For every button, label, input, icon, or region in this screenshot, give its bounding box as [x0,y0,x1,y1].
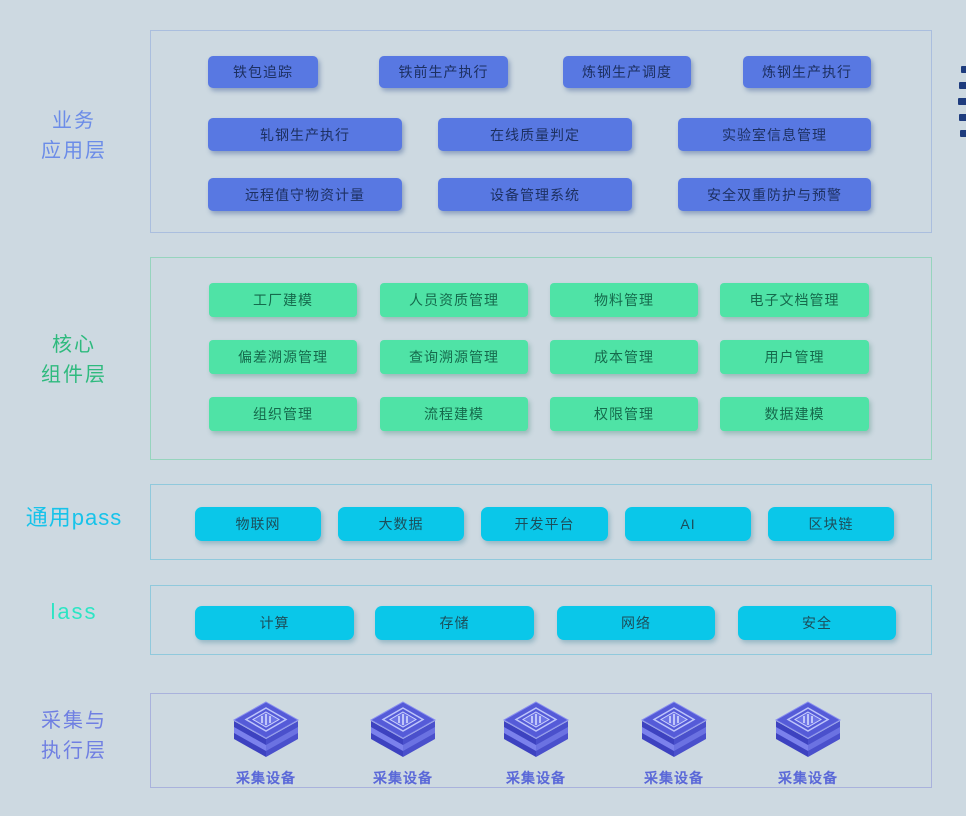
business-application-panel: 铁包追踪 铁前生产执行 炼钢生产调度 炼钢生产执行 轧钢生产执行 在线质量判定 … [150,30,932,233]
device-label: 采集设备 [778,770,838,786]
layer-label-line: 采集与 [41,710,107,732]
module-chip-ai: AI [625,507,751,541]
module-chip-edoc-mgmt: 电子文档管理 [720,283,869,317]
module-chip-storage: 存储 [375,606,534,640]
layer-label-line: 业务 [52,110,96,132]
module-chip-blockchain: 区块链 [768,507,894,541]
layer-label-line: 组件层 [41,364,107,386]
core-components-panel: 工厂建模 人员资质管理 物料管理 电子文档管理 偏差溯源管理 查询溯源管理 成本… [150,257,932,460]
layer-label-line: 核心 [52,334,96,356]
module-chip-personnel-quals: 人员资质管理 [380,283,528,317]
module-chip-network: 网络 [557,606,715,640]
layer-label-iaas: lass [0,597,148,627]
module-chip-rolling-execution: 轧钢生产执行 [208,118,402,151]
module-chip-bigdata: 大数据 [338,507,464,541]
module-chip-ironmaking-execution: 铁前生产执行 [379,56,508,88]
module-chip-permission-mgmt: 权限管理 [550,397,698,431]
common-paas-panel: 物联网 大数据 开发平台 AI 区块链 [150,484,932,560]
module-chip-safety-prevention: 安全双重防护与预警 [678,178,871,211]
device-label: 采集设备 [236,770,296,786]
module-chip-deviation-trace: 偏差溯源管理 [209,340,357,374]
dot-icon [959,114,966,121]
module-chip-data-modeling: 数据建模 [720,397,869,431]
collector-device: 采集设备 [753,700,863,788]
collector-device-icon [369,701,437,757]
collector-device-icon [502,701,570,757]
module-chip-cost-mgmt: 成本管理 [550,340,698,374]
layer-label-line: 应用层 [41,140,107,162]
dot-icon [959,82,966,89]
dots-decoration [952,62,966,144]
device-label: 采集设备 [644,770,704,786]
device-label: 采集设备 [373,770,433,786]
collector-device: 采集设备 [348,700,458,788]
module-chip-factory-modeling: 工厂建模 [209,283,357,317]
module-chip-ladle-tracking: 铁包追踪 [208,56,318,88]
module-chip-remote-weighing: 远程值守物资计量 [208,178,402,211]
module-chip-org-mgmt: 组织管理 [209,397,357,431]
module-chip-material-mgmt: 物料管理 [550,283,698,317]
collector-device: 采集设备 [211,700,321,788]
module-chip-dev-platform: 开发平台 [481,507,608,541]
layer-label-common-paas: 通用pass [0,503,148,533]
module-chip-steelmaking-dispatch: 炼钢生产调度 [563,56,691,88]
module-chip-compute: 计算 [195,606,354,640]
device-label: 采集设备 [506,770,566,786]
layer-label-business-application: 业务 应用层 [0,106,148,166]
module-chip-online-quality: 在线质量判定 [438,118,632,151]
dot-icon [958,98,966,105]
collector-device-icon [640,701,708,757]
module-chip-security: 安全 [738,606,896,640]
collector-device-icon [774,701,842,757]
dot-icon [961,66,966,73]
layer-label-line: 通用pass [25,505,123,530]
module-chip-iot: 物联网 [195,507,321,541]
module-chip-equipment-management: 设备管理系统 [438,178,632,211]
layer-label-core-components: 核心 组件层 [0,330,148,390]
module-chip-query-trace: 查询溯源管理 [380,340,528,374]
iaas-panel: 计算 存储 网络 安全 [150,585,932,655]
module-chip-steelmaking-execution: 炼钢生产执行 [743,56,871,88]
layer-label-collection-execution: 采集与 执行层 [0,706,148,766]
module-chip-lab-information: 实验室信息管理 [678,118,871,151]
layer-label-line: 执行层 [41,740,107,762]
collector-device-icon [232,701,300,757]
collector-device: 采集设备 [619,700,729,788]
dot-icon [960,130,966,137]
layer-label-line: lass [50,599,98,624]
module-chip-process-modeling: 流程建模 [380,397,528,431]
collection-execution-panel: 采集设备 采集设备 [150,693,932,788]
collector-device: 采集设备 [481,700,591,788]
module-chip-user-mgmt: 用户管理 [720,340,869,374]
